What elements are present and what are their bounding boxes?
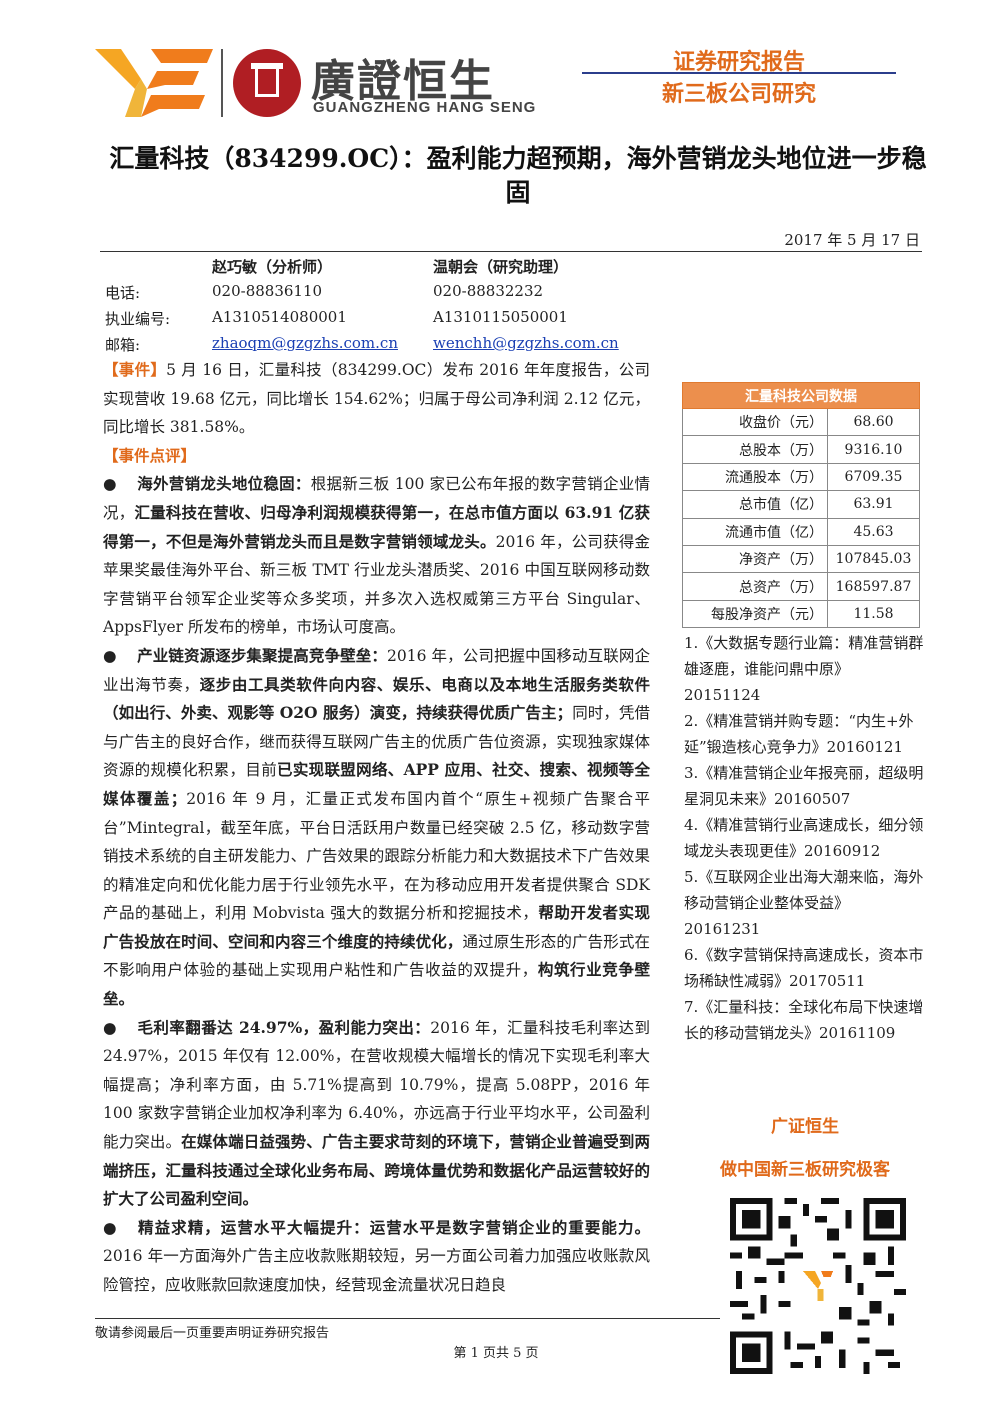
comment-tag: 【事件点评】 (103, 445, 197, 465)
table-row: 总资产（万）168597.87 (682, 572, 920, 601)
report-body: 【事件】5 月 16 日，汇量科技（834299.OC）发布 2016 年年度报… (103, 356, 650, 1300)
analyst-1-phone: 020-88836110 (212, 282, 323, 300)
bullet-icon: ● (103, 1218, 117, 1237)
p2-text-1: 2016 年，公司把握中国移动互联网企业出海节奏， (103, 646, 650, 694)
comment-heading: 【事件点评】 (103, 442, 650, 471)
table-row: 收盘价（元）68.60 (682, 407, 920, 437)
event-tag: 【事件】 (103, 360, 167, 379)
row-value: 107845.03 (827, 544, 920, 574)
row-key: 收盘价（元） (682, 407, 828, 437)
p3-highlight: 在媒体端日益强势、广告主要求苛刻的环境下，营销企业普遍受到两端挤压，汇量科技通过… (103, 1132, 650, 1209)
phone-label: 电话: (105, 284, 141, 302)
row-key: 流通市值（亿） (682, 517, 828, 546)
event-text: 5 月 16 日，汇量科技（834299.OC）发布 2016 年年度报告，公司… (103, 361, 650, 437)
row-key: 流通股本（万） (682, 462, 828, 492)
p2-highlight-3: 帮助开发者实现广告投放在时间、空间和内容三个维度的持续优化， (103, 903, 650, 951)
analyst-2-license: A1310115050001 (433, 308, 568, 326)
logo-english-name: GUANGZHENG HANG SENG (313, 99, 537, 116)
p1-text-2: 2016 年，公司获得金苹果奖最佳海外平台、新三板 TMT 行业龙头潜质奖、20… (103, 532, 650, 637)
row-key: 净资产（万） (682, 544, 828, 574)
p2-text-4: 通过原生形态的广告形式在不影响用户体验的基础上实现用户粘性和广告收益的双提升， (103, 932, 650, 980)
p2-highlight-4: 构筑行业竞争壁垒。 (103, 960, 650, 1009)
list-item[interactable]: 3.《精准营销企业年报亮丽，超级明星洞见未来》20160507 (684, 764, 924, 808)
row-value: 6709.35 (827, 462, 920, 492)
paragraph-1: ● 海外营销龙头地位稳固：根据新三板 100 家已公布年报的数字营销企业情况，汇量… (103, 470, 650, 642)
row-value: 11.58 (827, 599, 920, 629)
table-row: 每股净资产（元）11.58 (682, 599, 920, 629)
paragraph-4: ● 精益求精，运营水平大幅提升：运营水平是数字营销企业的重要能力。 2016 年一方… (103, 1214, 650, 1300)
row-value: 45.63 (827, 517, 920, 546)
list-item[interactable]: 5.《互联网企业出海大潮来临，海外移动营销企业整体受益》20161231 (684, 868, 924, 938)
row-value: 68.60 (827, 407, 920, 437)
table-row: 总市值（亿）63.91 (682, 490, 920, 519)
p1-highlight: 汇量科技在营收、归母净利润规模获得第一，在总市值方面以 63.91 亿获得第一，… (103, 502, 650, 551)
event-paragraph: 【事件】5 月 16 日，汇量科技（834299.OC）发布 2016 年年度报… (103, 356, 650, 442)
list-item[interactable]: 7.《汇量科技：全球化布局下快速增长的移动营销龙头》20161109 (684, 998, 924, 1042)
paragraph-3: ● 毛利率翻番达 24.97%，盈利能力突出：2016 年，汇量科技毛利率达到 2… (103, 1014, 650, 1214)
p2-highlight-2: 已实现联盟网络、APP 应用、社交、搜索、视频等全媒体覆盖； (103, 760, 650, 808)
company-logo: 廣證恒生 GUANGZHENG HANG SENG (95, 43, 535, 125)
row-value: 168597.87 (827, 572, 920, 601)
report-subtype: 新三板公司研究 (661, 82, 816, 107)
row-key: 每股净资产（元） (682, 599, 828, 629)
row-value: 9316.10 (827, 435, 920, 464)
analyst-1-name: 赵巧敏（分析师） (212, 258, 333, 276)
table-row: 流通股本（万）6709.35 (682, 462, 920, 492)
date-divider (100, 251, 922, 252)
footer-note: 敬请参阅最后一页重要声明证券研究报告 (95, 1326, 330, 1341)
list-item[interactable]: 1.《大数据专题行业篇：精准营销群雄逐鹿，谁能问鼎中原》20151124 (684, 634, 924, 704)
email-label: 邮箱: (105, 336, 141, 354)
list-item[interactable]: 2.《精准营销并购专题：“内生+外延”锻造核心竞争力》20160121 (684, 712, 914, 756)
brand-name: 广证恒生 (771, 1117, 839, 1137)
bullet-icon: ● (103, 646, 117, 665)
related-reports-list: 1.《大数据专题行业篇：精准营销群雄逐鹿，谁能问鼎中原》20151124 2.《… (684, 630, 924, 1046)
p2-lead: 产业链资源逐步集聚提高竞争壁垒： (137, 645, 387, 665)
row-key: 总股本（万） (682, 435, 828, 464)
header-divider (582, 72, 896, 74)
analyst-1-email-link[interactable]: zhaoqm@gzgzhs.com.cn (212, 334, 398, 352)
logo-divider (221, 49, 223, 117)
report-date: 2017 年 5 月 17 日 (784, 231, 920, 249)
company-data-table: 汇量科技公司数据 收盘价（元）68.60 总股本（万）9316.10 流通股本（… (682, 382, 920, 629)
logo-name: 廣證恒生 (311, 56, 495, 107)
report-type: 证券研究报告 (672, 50, 805, 75)
analyst-1-license: A1310514080001 (212, 308, 347, 326)
p1-lead: 海外营销龙头地位稳固： (137, 474, 311, 494)
p3-text-1: 2016 年，汇量科技毛利率达到 24.97%，2015 年仅有 12.00%，… (103, 1018, 651, 1152)
bullet-icon: ● (103, 1018, 117, 1037)
analyst-2-name: 温朝会（研究助理） (433, 258, 569, 276)
ye-logo-icon (95, 49, 213, 117)
report-title: 汇量科技（834299.OC）：盈利能力超预期，海外营销龙头地位进一步稳固 (109, 144, 927, 207)
p3-lead: 毛利率翻番达 24.97%，盈利能力突出： (137, 1017, 431, 1037)
analyst-2-email-link[interactable]: wenchh@gzgzhs.com.cn (433, 334, 619, 352)
p2-text-2: 同时，凭借与广告主的良好合作，继而获得互联网广告主的优质广告位资源，实现独家媒体… (103, 704, 650, 780)
table-title: 汇量科技公司数据 (682, 382, 920, 409)
row-key: 总市值（亿） (682, 490, 828, 519)
p2-text-3: 2016 年 9 月，汇量正式发布国内首个“原生+视频广告聚合平台”Minteg… (103, 789, 650, 923)
p1-text-1: 根据新三板 100 家已公布年报的数字营销企业情况， (103, 475, 650, 522)
hang-seng-seal-icon (233, 49, 301, 117)
page-number: 第 1 页共 5 页 (453, 1346, 539, 1361)
p4-lead: 精益求精，运营水平大幅提升：运营水平是数字营销企业的重要能力。 (137, 1217, 650, 1237)
bullet-icon: ● (103, 475, 117, 494)
qr-code-icon (730, 1198, 906, 1374)
list-item[interactable]: 6.《数字营销保持高速成长，资本市场稀缺性减弱》20170511 (684, 946, 924, 990)
p4-text-1: 2016 年一方面海外广告主应收款账期较短，另一方面公司着力加强应收账款风险管控… (103, 1247, 650, 1294)
table-row: 净资产（万）107845.03 (682, 544, 920, 574)
analyst-2-phone: 020-88832232 (433, 282, 544, 300)
footer-divider (95, 1318, 720, 1319)
p2-highlight-1: 逐步由工具类软件向内容、娱乐、电商以及本地生活服务类软件（如出行、外卖、观影等 … (103, 674, 650, 723)
table-row: 流通市值（亿）45.63 (682, 517, 920, 546)
row-key: 总资产（万） (682, 572, 828, 601)
table-row: 总股本（万）9316.10 (682, 435, 920, 464)
brand-slogan: 做中国新三板研究极客 (720, 1160, 890, 1180)
license-label: 执业编号: (105, 310, 171, 328)
list-item[interactable]: 4.《精准营销行业高速成长，细分领域龙头表现更佳》20160912 (684, 816, 924, 860)
paragraph-2: ● 产业链资源逐步集聚提高竞争壁垒：2016 年，公司把握中国移动互联网企业出海节… (103, 642, 650, 1014)
row-value: 63.91 (827, 490, 920, 519)
